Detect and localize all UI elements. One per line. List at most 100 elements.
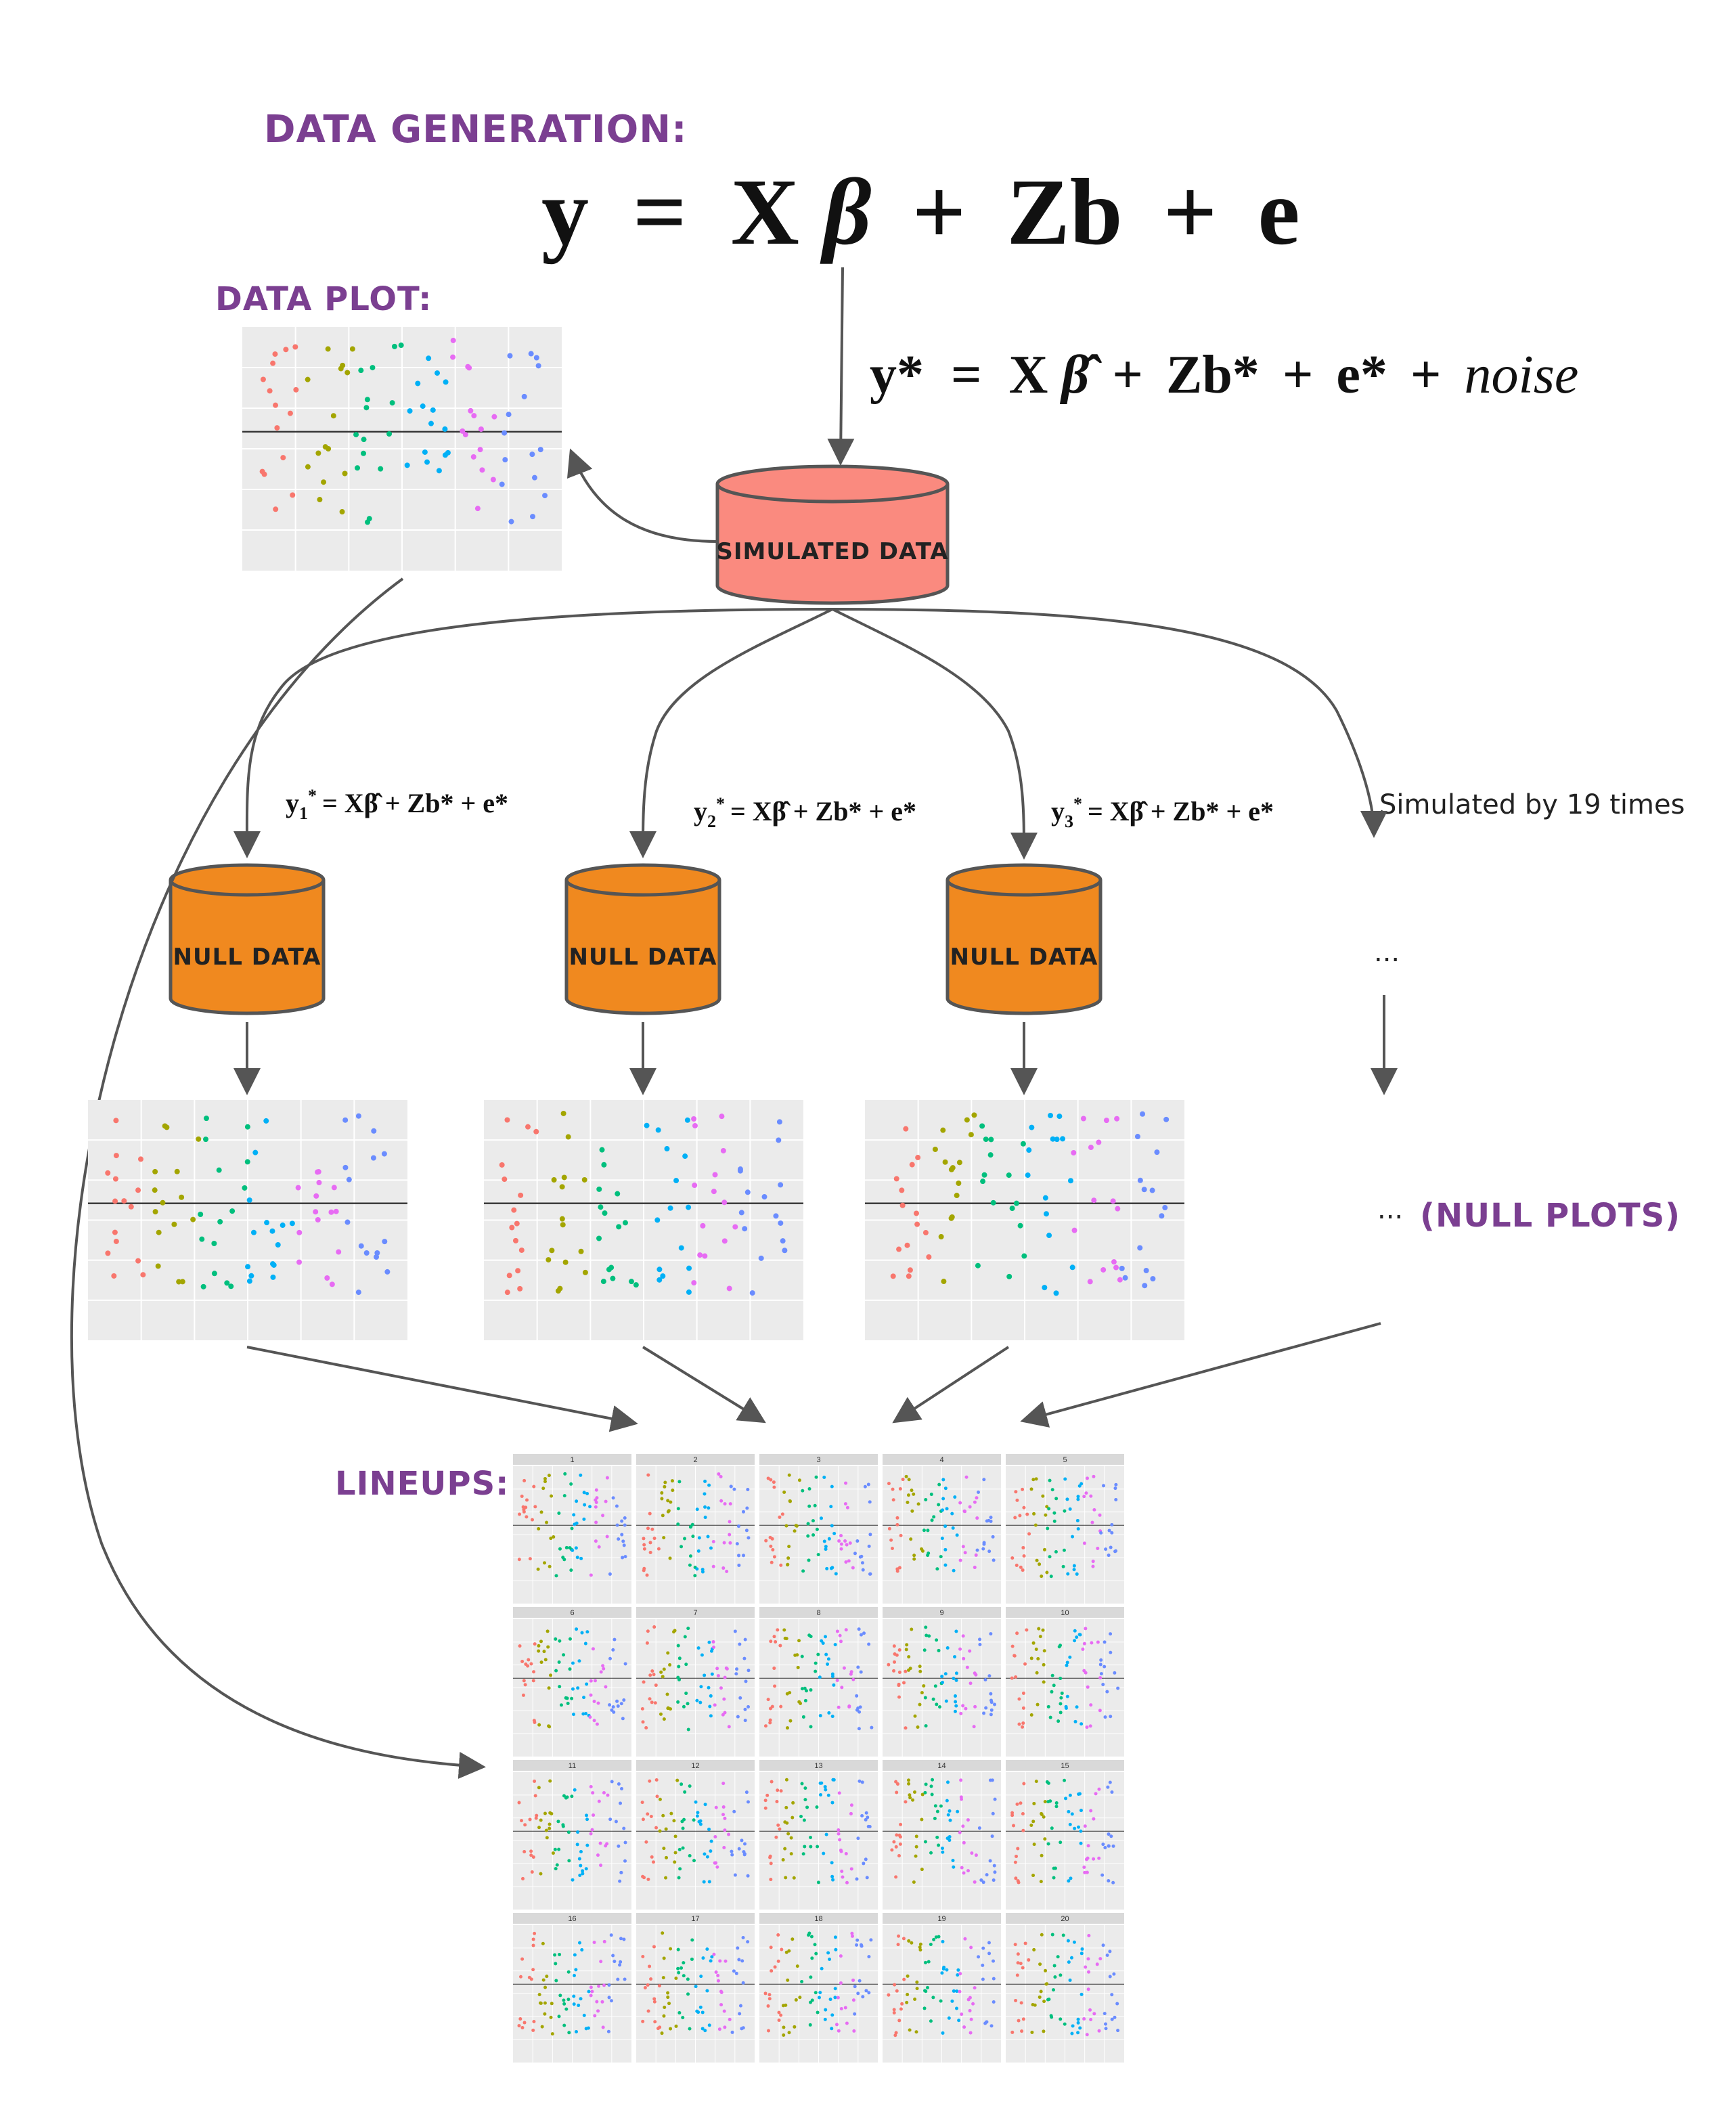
- data-point: [864, 1857, 868, 1861]
- data-point: [738, 1642, 742, 1646]
- data-point: [723, 1711, 727, 1715]
- data-point: [646, 1629, 650, 1633]
- data-point: [852, 2029, 856, 2033]
- data-plot: [242, 327, 562, 571]
- data-point: [548, 1822, 552, 1826]
- data-point: [1086, 1844, 1090, 1848]
- sim-equals: =: [951, 345, 982, 405]
- data-point: [1137, 1245, 1143, 1251]
- data-point: [700, 1222, 706, 1229]
- data-point: [328, 1209, 334, 1215]
- data-point: [1025, 1172, 1031, 1178]
- data-point: [592, 1700, 596, 1704]
- data-point: [797, 1639, 801, 1643]
- data-point: [805, 1805, 809, 1809]
- data-point: [532, 2020, 536, 2024]
- data-point: [730, 2030, 734, 2034]
- data-point: [1046, 1233, 1052, 1239]
- data-point: [224, 1280, 230, 1286]
- data-point: [1116, 1686, 1120, 1690]
- data-point: [641, 1874, 645, 1878]
- data-point: [669, 1500, 673, 1504]
- data-point: [803, 1698, 807, 1702]
- data-point: [1103, 1640, 1107, 1644]
- data-point: [539, 2001, 543, 2005]
- data-point: [1046, 1781, 1050, 1785]
- data-point: [558, 1952, 562, 1956]
- data-point: [640, 1706, 644, 1711]
- data-point: [837, 1705, 841, 1709]
- data-point: [520, 1660, 525, 1664]
- data-point: [721, 1238, 728, 1244]
- data-point: [1101, 1943, 1105, 1947]
- data-point: [866, 1482, 870, 1486]
- data-point: [954, 1671, 958, 1675]
- data-point: [663, 1484, 667, 1489]
- data-point: [824, 1788, 828, 1792]
- data-point: [548, 1725, 552, 1729]
- panel-number: 5: [1063, 1456, 1067, 1464]
- data-point: [1052, 1964, 1056, 1968]
- data-point: [680, 1545, 684, 1549]
- data-point: [642, 1543, 646, 1547]
- data-point: [785, 1726, 789, 1730]
- data-point: [924, 1498, 928, 1502]
- data-point: [721, 1782, 726, 1786]
- data-point: [1045, 1505, 1049, 1509]
- data-point: [525, 1515, 529, 1519]
- data-point: [655, 1794, 659, 1799]
- data-point: [830, 1861, 834, 1865]
- data-point: [735, 1542, 739, 1546]
- data-point: [911, 1798, 915, 1802]
- data-point: [618, 1963, 622, 1967]
- data-point: [1025, 1628, 1029, 1632]
- data-point: [783, 1847, 787, 1851]
- data-point: [924, 1625, 928, 1629]
- data-point: [855, 1938, 860, 1942]
- data-point: [1023, 1662, 1027, 1666]
- data-point: [845, 1880, 849, 1884]
- data-point: [923, 1790, 927, 1794]
- data-point: [575, 1521, 579, 1525]
- data-point: [865, 1876, 869, 1880]
- panel-strip: [513, 1913, 631, 1924]
- data-point: [900, 2002, 904, 2006]
- panel-strip: [883, 1760, 1001, 1771]
- data-point: [1021, 1691, 1025, 1695]
- data-point: [894, 2031, 898, 2035]
- data-point: [676, 1700, 680, 1704]
- data-point: [541, 1486, 546, 1491]
- data-point: [246, 1197, 252, 1203]
- data-point: [868, 1500, 872, 1504]
- data-point: [779, 2013, 783, 2017]
- data-point: [800, 1654, 804, 1658]
- null-data-cylinder-1: NULL DATA: [169, 863, 326, 1015]
- data-point: [940, 1127, 946, 1133]
- data-point: [902, 1681, 906, 1685]
- data-point: [828, 1998, 832, 2002]
- data-point: [964, 1706, 968, 1711]
- data-point: [851, 1677, 855, 1681]
- data-point: [1045, 1570, 1049, 1574]
- data-point: [245, 1264, 251, 1270]
- data-point: [1086, 1987, 1090, 1991]
- data-point: [593, 1679, 597, 1683]
- data-point: [424, 459, 430, 465]
- data-point: [1014, 1675, 1018, 1679]
- data-point: [1109, 1834, 1113, 1838]
- data-point: [499, 1162, 505, 1168]
- data-point: [892, 1669, 896, 1673]
- data-point: [313, 1209, 319, 1215]
- data-point: [978, 1643, 982, 1647]
- data-point: [1075, 1572, 1079, 1576]
- data-point: [1140, 1111, 1146, 1117]
- data-point: [728, 1520, 732, 1524]
- data-point: [844, 1481, 848, 1485]
- data-point: [644, 1840, 648, 1844]
- data-point: [1115, 2002, 1119, 2006]
- data-point: [662, 1536, 666, 1540]
- data-point: [1052, 1511, 1056, 1515]
- data-point: [1042, 1815, 1046, 1819]
- data-point: [972, 1725, 976, 1729]
- data-point: [851, 1566, 855, 1570]
